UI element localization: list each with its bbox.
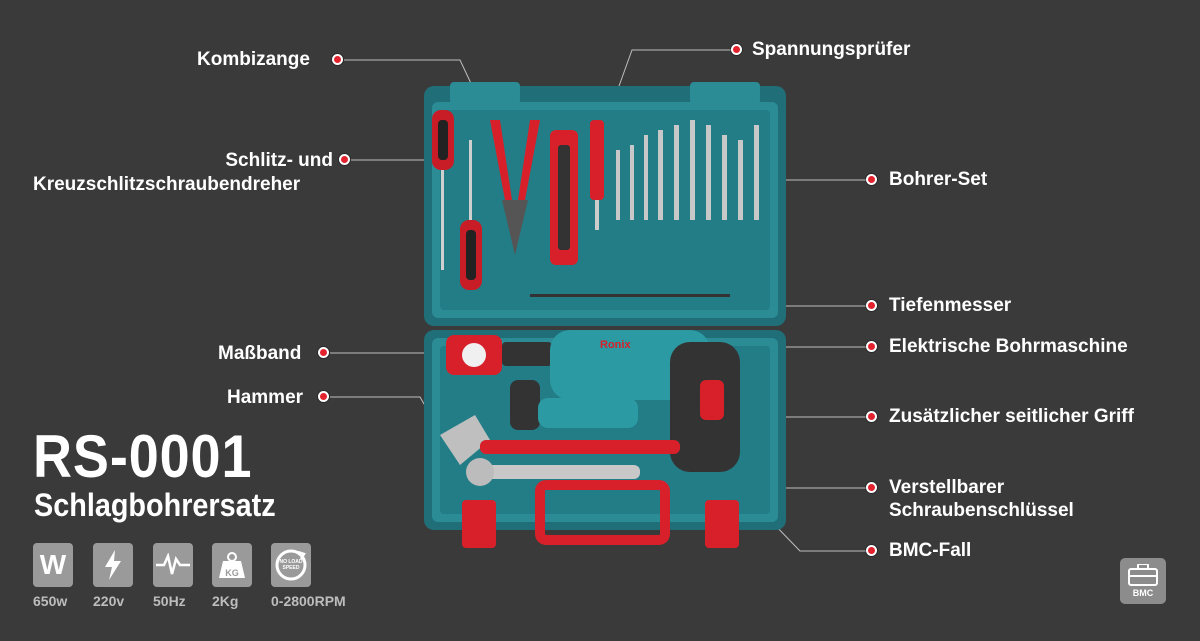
callout-dot — [318, 347, 329, 358]
label-griff: Zusätzlicher seitlicher Griff — [889, 406, 1134, 427]
hammer-icon — [440, 415, 680, 465]
label-bohrmaschine: Elektrische Bohrmaschine — [889, 336, 1128, 357]
toolkit-illustration: Ronix — [424, 82, 786, 548]
drill-icon — [502, 330, 740, 472]
cutter-knife-icon — [550, 130, 578, 265]
callout-dot — [866, 545, 877, 556]
watt-icon: W — [33, 543, 73, 587]
spec-speed-value: 0-2800RPM — [271, 593, 346, 609]
tape-measure-icon — [446, 335, 502, 375]
weight-icon: KG — [212, 543, 252, 587]
spec-watt-value: 650w — [33, 593, 68, 609]
wrench-icon — [466, 458, 640, 486]
case-handle — [535, 480, 670, 545]
case-icon — [1128, 564, 1158, 586]
callout-dot — [332, 54, 343, 65]
spec-voltage-value: 220v — [93, 593, 125, 609]
drill-bits-icon — [616, 120, 759, 220]
callout-dot — [866, 341, 877, 352]
case-latch-right — [705, 500, 739, 548]
label-bohrer-set: Bohrer-Set — [889, 169, 988, 190]
speed-icon: NO LOAD SPEED — [271, 543, 311, 587]
frequency-icon — [153, 543, 193, 587]
brand-logo: Ronix — [600, 339, 631, 351]
label-schraubendreher-line1: Schlitz- und — [225, 150, 333, 171]
callout-dot — [339, 154, 350, 165]
depth-gauge-icon — [530, 294, 730, 297]
screwdriver-icon — [432, 110, 482, 290]
label-massband: Maßband — [218, 343, 302, 364]
product-name: Schlagbohrersatz — [34, 487, 276, 523]
label-tiefenmesser: Tiefenmesser — [889, 295, 1012, 316]
callout-dot — [866, 482, 877, 493]
voltage-icon — [93, 543, 133, 587]
label-schluessel-line1: Verstellbarer — [889, 477, 1005, 498]
label-schluessel-line2: Schraubenschlüssel — [889, 500, 1074, 521]
label-schraubendreher-line2: Kreuzschlitzschraubendreher — [33, 174, 301, 195]
spec-weight-value: 2Kg — [212, 593, 239, 609]
label-kombizange: Kombizange — [197, 49, 310, 70]
product-model: RS-0001 — [33, 423, 253, 490]
label-spannungspruefer: Spannungsprüfer — [752, 39, 911, 60]
callout-dot — [866, 411, 877, 422]
spec-frequency-value: 50Hz — [153, 593, 186, 609]
voltage-tester-icon — [590, 120, 604, 230]
case-latch-left — [462, 500, 496, 548]
callout-dot — [866, 300, 877, 311]
bmc-case-badge: BMC — [1120, 558, 1166, 604]
bmc-badge-text: BMC — [1132, 588, 1154, 598]
callout-dot — [866, 174, 877, 185]
callout-dot — [731, 44, 742, 55]
side-handle-icon — [510, 380, 638, 430]
pliers-icon — [490, 120, 540, 255]
callout-dot — [318, 391, 329, 402]
label-hammer: Hammer — [227, 387, 304, 408]
label-bmc-fall: BMC-Fall — [889, 540, 972, 561]
